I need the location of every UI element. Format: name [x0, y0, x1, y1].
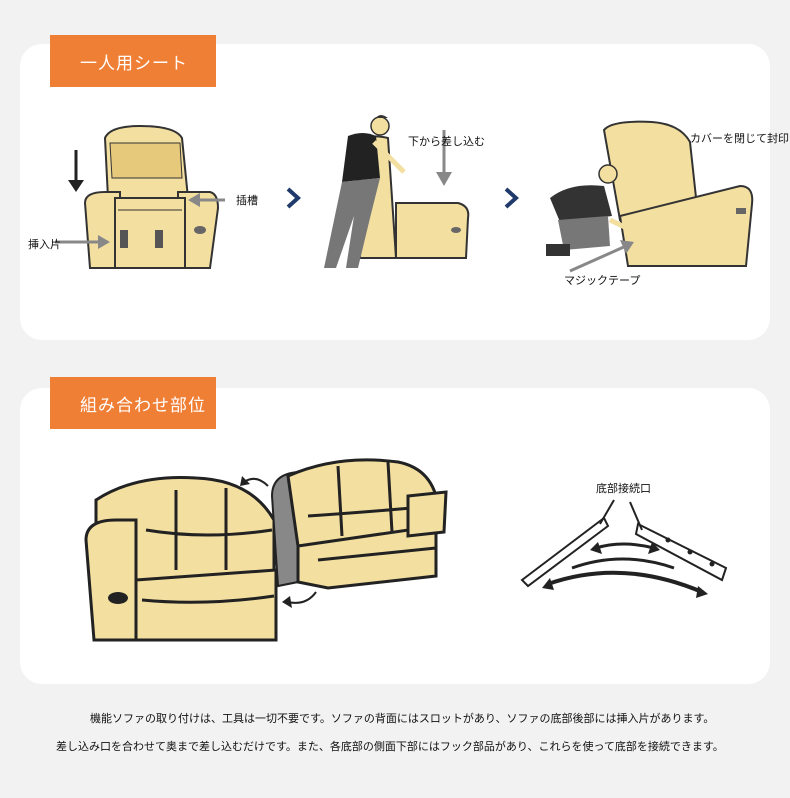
velcro-label: マジックテープ	[564, 274, 641, 287]
loveseat-right-illustration	[270, 458, 448, 590]
combination-title: 組み合わせ部位	[80, 395, 206, 416]
chevron-right-icon	[504, 187, 519, 209]
chevron-right-icon	[286, 187, 301, 209]
rotate-arrow-top-icon	[240, 476, 269, 487]
bottom-connector-diagram	[520, 499, 728, 598]
slot-label: 插槽	[236, 194, 258, 207]
step3-person-closing-cover-illustration	[546, 120, 754, 273]
combination-section-tag: 組み合わせ部位	[50, 377, 216, 429]
loveseat-left-illustration	[84, 476, 278, 642]
step2-person-inserting-illustration	[324, 115, 470, 268]
rotate-arrow-bottom-icon	[282, 591, 317, 608]
caption-line-1: 機能ソファの取り付けは、工具は一切不要です。ソファの背面にはスロットがあり、ソフ…	[90, 712, 715, 725]
single-seat-section-tag: 一人用シート	[50, 35, 216, 87]
bottom-connector-label: 底部接続口	[596, 482, 651, 495]
single-seat-title: 一人用シート	[80, 53, 188, 74]
insert-label: 挿入片	[28, 238, 61, 251]
caption-line-2: 差し込み口を合わせて奥まで差し込むだけです。また、各底部の側面下部にはフック部品…	[56, 740, 724, 753]
close-cover-label: カバーを閉じて封印	[690, 132, 789, 145]
step1-recliner-illustration	[55, 124, 225, 269]
insert-from-below-label: 下から差し込む	[408, 135, 485, 148]
